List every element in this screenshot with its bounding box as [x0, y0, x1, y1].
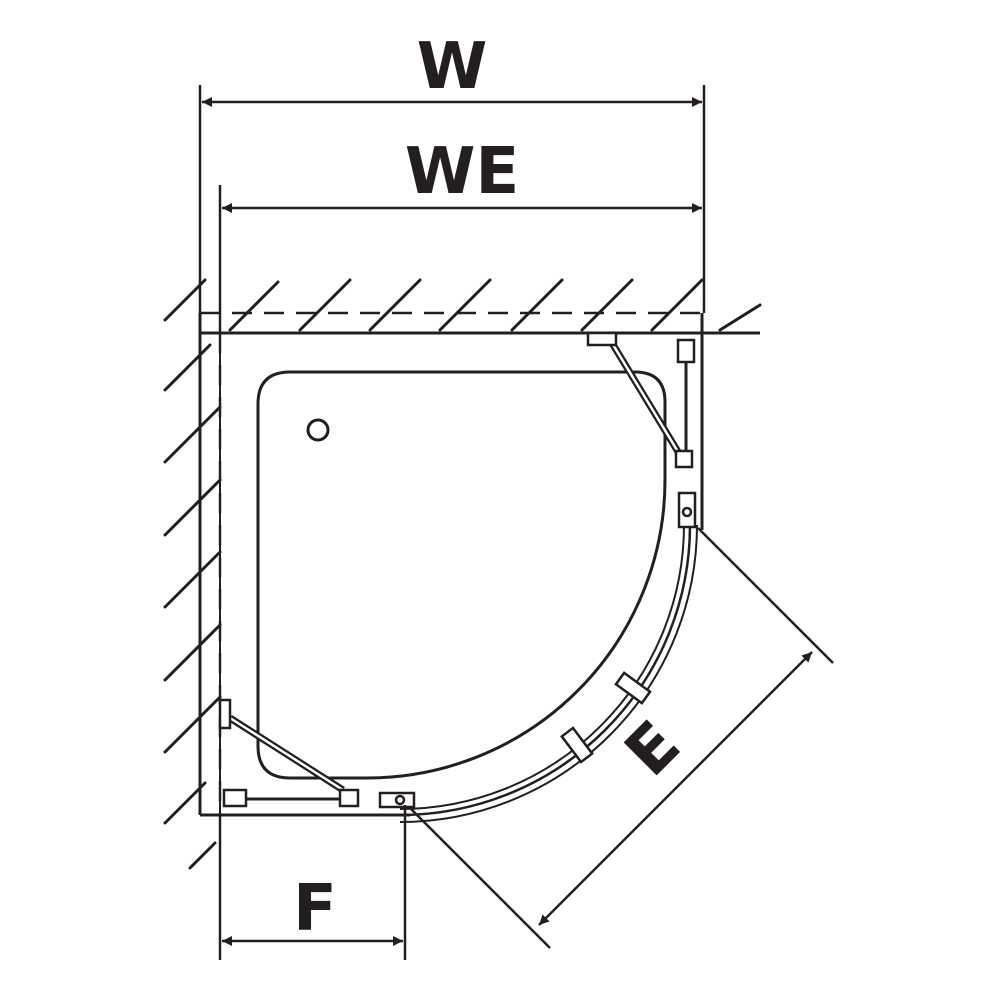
dimension-we [218, 185, 702, 333]
bottom-left-fixed-panel [218, 698, 360, 808]
drain-hole [306, 418, 330, 442]
dimension-we-label: WE [405, 135, 519, 209]
dimension-f-label: F [293, 872, 337, 946]
shower-tray [256, 370, 667, 780]
dimension-e [409, 527, 834, 949]
door-end-profiles [378, 491, 697, 809]
dimension-w-label: W [417, 30, 488, 104]
dimension-f [218, 805, 407, 960]
dimension-w [198, 85, 706, 313]
top-wall-hatching [163, 278, 762, 332]
left-wall-hatching [163, 343, 222, 870]
top-right-fixed-panel [586, 331, 696, 469]
